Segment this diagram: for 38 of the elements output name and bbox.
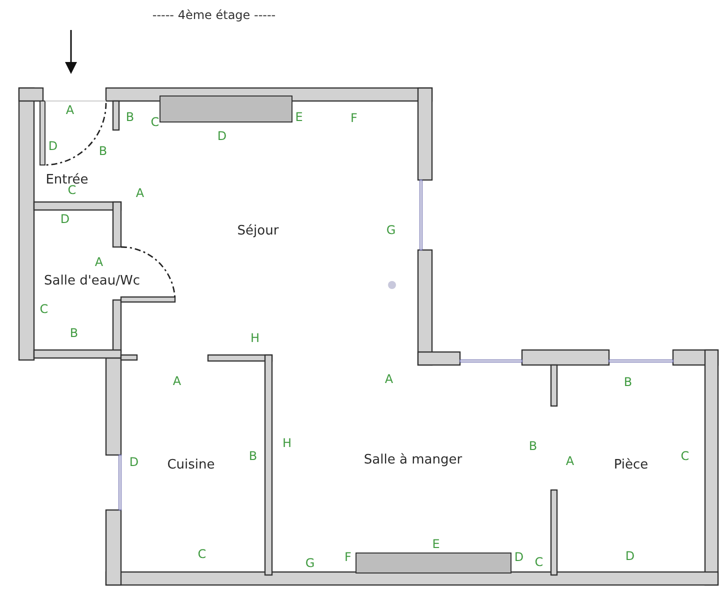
wall-letter: A — [66, 103, 74, 117]
wall-letter: D — [514, 550, 524, 564]
wall-letter: G — [305, 556, 315, 570]
wall-letter: A — [94, 255, 104, 269]
wall-letter: A — [384, 372, 394, 386]
room-name: Cuisine — [167, 458, 215, 472]
room-name: Pièce — [614, 458, 648, 472]
wall-letter: G — [386, 223, 396, 237]
wall-letter: A — [136, 186, 144, 200]
wall-letter: B — [70, 326, 78, 340]
room-name: Salle à manger — [364, 452, 462, 468]
wall-letter: C — [68, 183, 76, 197]
wall-letter: D — [217, 129, 227, 143]
wall-letter: D — [60, 212, 70, 226]
wall-letter: F — [350, 111, 358, 125]
wall-letter: F — [344, 550, 352, 564]
wall-letter: B — [98, 144, 108, 158]
floor-title: ----- 4ème étage ----- — [152, 8, 276, 22]
room-name: Séjour — [237, 224, 279, 238]
wall-letter: B — [624, 375, 632, 389]
wall-letter: C — [198, 547, 206, 561]
wall-letter: A — [566, 454, 574, 468]
wall-letter: D — [48, 139, 58, 153]
wall-letter: C — [534, 555, 544, 569]
wall-letter: H — [282, 436, 292, 450]
wall-letter: C — [40, 302, 48, 316]
wall-letter: E — [432, 537, 440, 551]
wall-letter: B — [528, 439, 538, 453]
wall-letter: A — [172, 374, 182, 388]
wall-letter: B — [126, 110, 134, 124]
wall-letter: C — [680, 449, 690, 463]
room-name: Salle d'eau/Wc — [44, 274, 140, 288]
wall-letter: E — [295, 110, 303, 124]
wall-letter: H — [250, 331, 260, 345]
wall-letter: B — [248, 449, 258, 463]
wall-letter: D — [129, 455, 139, 469]
wall-letter: D — [625, 549, 635, 563]
wall-letter: C — [150, 115, 160, 129]
